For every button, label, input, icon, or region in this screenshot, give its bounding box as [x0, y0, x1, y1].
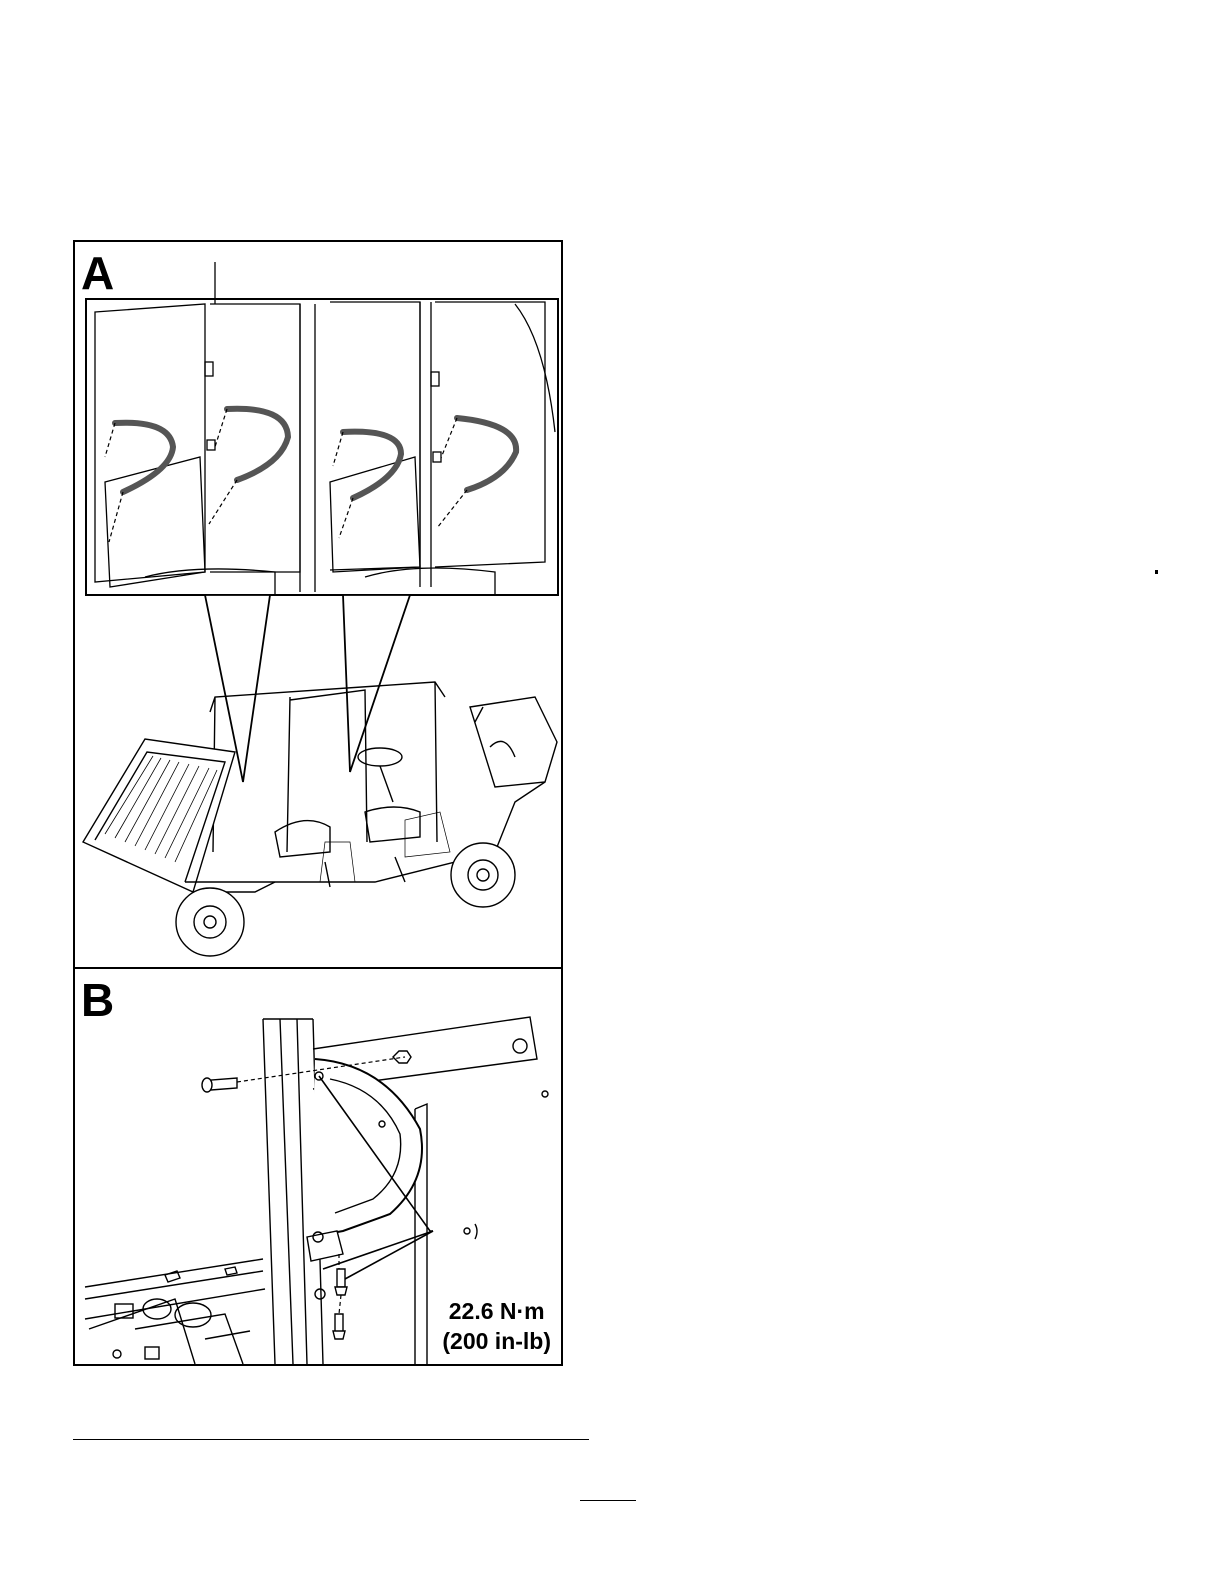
panel-b: B: [75, 967, 561, 1364]
panel-a-illustration: [75, 242, 561, 967]
footer-rule: [73, 1439, 589, 1440]
page-number-rule: [580, 1500, 636, 1501]
panel-a: A: [75, 242, 561, 967]
torque-imperial: (200 in-lb): [442, 1326, 551, 1356]
installation-figure: A: [73, 240, 563, 1366]
torque-metric: 22.6 N·m: [442, 1296, 551, 1326]
torque-callout: 22.6 N·m (200 in-lb): [442, 1296, 551, 1356]
stray-mark: [1155, 570, 1158, 574]
